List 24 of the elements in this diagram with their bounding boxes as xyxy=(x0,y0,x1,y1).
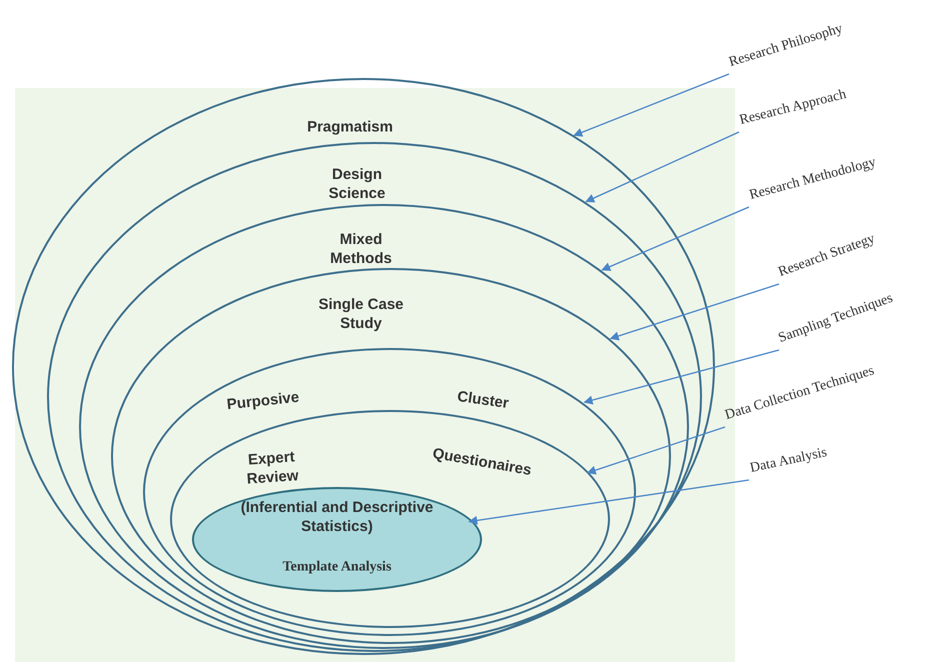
onion-ring xyxy=(79,204,689,649)
layer-label: (Inferential and Descriptive Statistics) xyxy=(240,498,434,536)
layer-label: Purposive xyxy=(225,388,301,416)
layer-label: Expert Review xyxy=(245,447,300,490)
onion-ring xyxy=(143,348,636,636)
onion-ring xyxy=(111,268,671,644)
onion-ring xyxy=(170,410,610,628)
arrow xyxy=(610,283,780,340)
arrow xyxy=(584,349,780,404)
onion-ring xyxy=(12,78,715,655)
arrow xyxy=(585,131,740,202)
layer-label: Design Science xyxy=(328,165,386,203)
arrow xyxy=(468,479,750,525)
layer-label: Single Case Study xyxy=(317,295,405,333)
arrow xyxy=(601,206,750,271)
layer-label: Mixed Methods xyxy=(329,230,393,268)
layer-name: Research Approach xyxy=(738,87,848,129)
arrow xyxy=(573,73,730,137)
layer-label: Pragmatism xyxy=(306,118,394,136)
layer-label: Template Analysis xyxy=(282,558,392,576)
layer-name: Data Analysis xyxy=(748,445,828,477)
onion-ring xyxy=(47,142,702,652)
layer-label: Cluster xyxy=(455,386,511,414)
arrow xyxy=(586,426,726,475)
